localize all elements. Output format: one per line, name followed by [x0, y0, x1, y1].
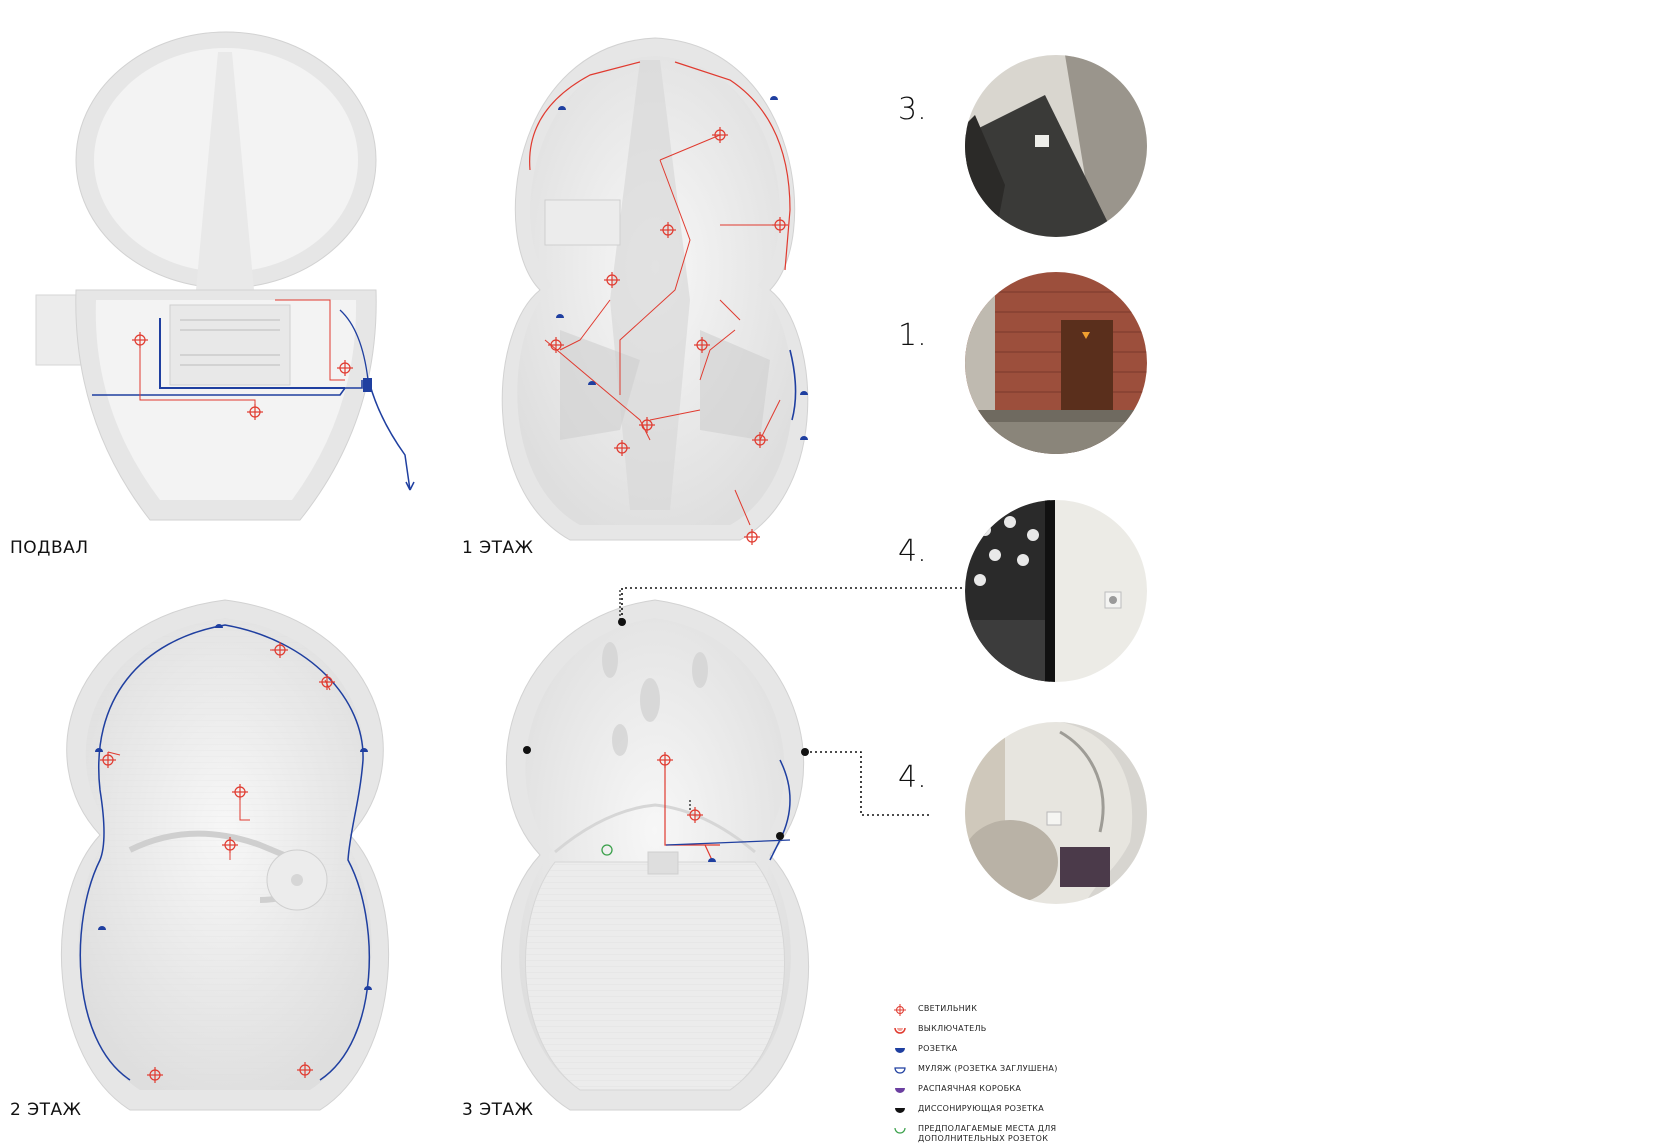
- photo-number-4a: 4.: [898, 534, 927, 569]
- junction-box-icon: [895, 1088, 905, 1093]
- legend: СВЕТИЛЬНИК ВЫКЛЮЧАТЕЛЬ РОЗЕТКА МУЛЯЖ (РО…: [892, 1002, 1092, 1148]
- leader-line-photo-4a: [621, 587, 965, 620]
- dummy-socket-icon: [894, 1067, 906, 1074]
- photo-number-3: 3.: [898, 92, 927, 127]
- legend-item-proposed: ПРЕДПОЛАГАЕМЫЕ МЕСТА ДЛЯ ДОПОЛНИТЕЛЬНЫХ …: [892, 1122, 1092, 1148]
- proposed-socket-marker: [601, 844, 613, 856]
- legend-item-switch: ВЫКЛЮЧАТЕЛЬ: [892, 1022, 1092, 1042]
- floor-label-1: 1 ЭТАЖ: [462, 538, 534, 558]
- floor2-plan: [60, 599, 390, 1111]
- floor1-plan: [501, 37, 809, 541]
- switch-icon: [894, 1027, 906, 1034]
- floor-label-basement: ПОДВАЛ: [10, 538, 89, 558]
- lamp-markers: [100, 127, 788, 1083]
- legend-item-lamp: СВЕТИЛЬНИК: [892, 1002, 1092, 1022]
- dissonant-socket-markers: [523, 618, 809, 840]
- floor3-plan: [500, 590, 810, 1111]
- statue-socket-photo: [965, 722, 1147, 904]
- socket-markers: [95, 96, 808, 990]
- legend-item-dummy: МУЛЯЖ (РОЗЕТКА ЗАГЛУШЕНА): [892, 1062, 1092, 1082]
- proposed-socket-icon: [894, 1127, 906, 1134]
- photo-number-1: 1.: [898, 318, 927, 353]
- socket-icon: [895, 1048, 905, 1053]
- lamp-icon: [894, 1004, 906, 1016]
- floor-label-3: 3 ЭТАЖ: [462, 1100, 534, 1120]
- legend-item-dissonant: ДИССОНИРУЮЩАЯ РОЗЕТКА: [892, 1102, 1092, 1122]
- photo-number-4b: 4.: [898, 760, 927, 795]
- dissonant-socket-icon: [895, 1108, 905, 1113]
- floor-label-2: 2 ЭТАЖ: [10, 1100, 82, 1120]
- socket-wall-photo: [965, 500, 1147, 682]
- legend-item-junction: РАСПАЯЧНАЯ КОРОБКА: [892, 1082, 1092, 1102]
- basement-plan: [35, 31, 415, 521]
- brick-wall-door-photo: [965, 272, 1147, 454]
- wall-corner-photo: [965, 55, 1147, 237]
- legend-item-socket: РОЗЕТКА: [892, 1042, 1092, 1062]
